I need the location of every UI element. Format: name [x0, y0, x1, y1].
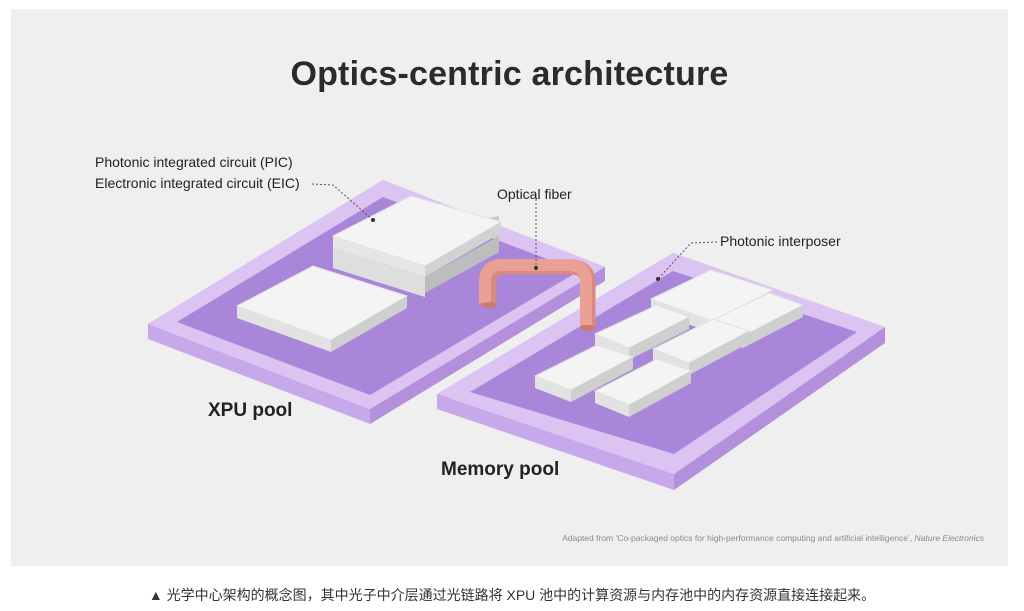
pic-leader-line [311, 183, 374, 221]
figure-caption: ▲ 光学中心架构的概念图，其中光子中介层通过光链路将 XPU 池中的计算资源与内… [148, 587, 876, 603]
diagram-title: Optics-centric architecture [290, 55, 729, 93]
pic-chip [331, 195, 503, 297]
interposer-leader-dot [656, 277, 660, 281]
interposer-leader-line [658, 241, 718, 279]
photonic-interposer-label: Photonic interposer [720, 233, 841, 249]
fiber-leader-dot [534, 266, 538, 270]
xpu-chip [235, 265, 409, 352]
architecture-illustration [148, 180, 885, 490]
diagram-figure: Optics-centric architecture Photonic int… [11, 9, 1008, 566]
memory-chip [593, 358, 693, 417]
source-credit: Adapted from ‘Co-packaged optics for hig… [562, 533, 984, 543]
credit-prefix: Adapted from ‘Co-packaged optics for hig… [562, 533, 915, 543]
pic-label: Photonic integrated circuit (PIC) [95, 154, 293, 170]
optical-fiber-label: Optical fiber [497, 186, 572, 202]
xpu-pool-label: XPU pool [208, 400, 293, 421]
eic-label: Electronic integrated circuit (EIC) [95, 175, 300, 191]
leader-lines [311, 183, 718, 279]
memory-chip [533, 344, 635, 402]
memory-chip [651, 318, 751, 375]
memory-pool-label: Memory pool [441, 459, 560, 480]
credit-source: Nature Electronics [914, 533, 984, 543]
pic-leader-dot [371, 218, 375, 222]
